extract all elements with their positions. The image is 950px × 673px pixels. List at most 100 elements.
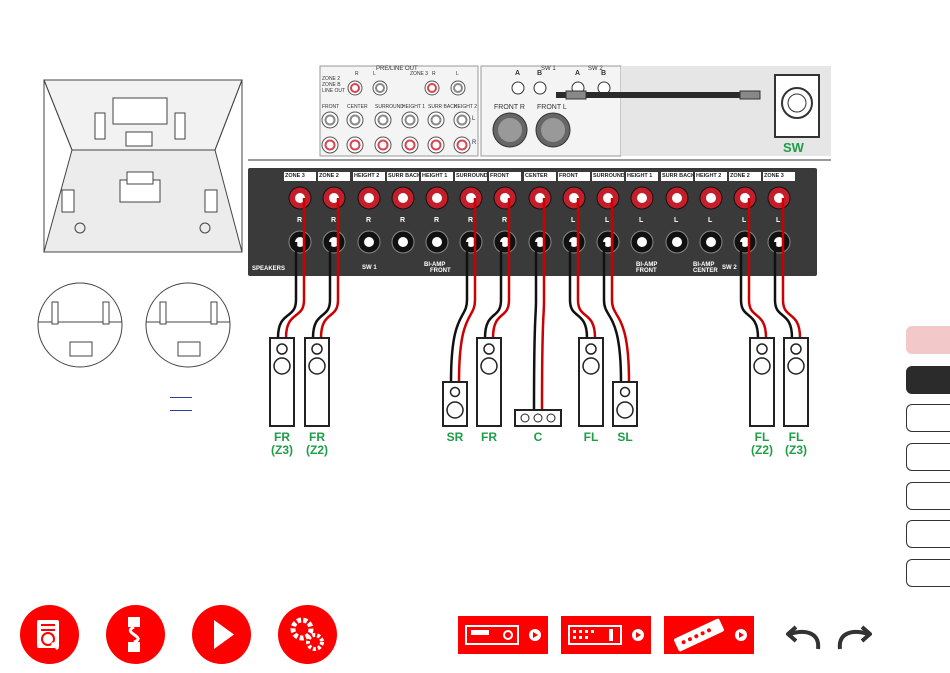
remote-icon[interactable] xyxy=(664,616,754,654)
speaker-sl-label: SL xyxy=(605,431,645,444)
speaker-label-line2: (Z2) xyxy=(751,443,773,457)
speaker-fl xyxy=(578,337,604,427)
side-tab-7[interactable] xyxy=(906,559,950,587)
speaker-fr-z3-label: FR(Z3) xyxy=(262,431,302,457)
terminal-header-bg xyxy=(558,172,590,181)
terminal-positive-hole xyxy=(706,193,716,203)
side-tab-2[interactable] xyxy=(906,366,950,394)
panel-footer-label: CENTER xyxy=(693,268,718,274)
channel-marker-l: L xyxy=(472,116,476,122)
terminal-channel: L xyxy=(639,217,644,224)
side-tab-5[interactable] xyxy=(906,482,950,510)
sw-jack xyxy=(511,81,525,95)
terminal-positive-hole xyxy=(535,193,545,203)
preout-heading: PRE/LINE OUT xyxy=(376,66,418,72)
panel-footer-label: BI-AMP xyxy=(424,262,446,268)
terminal-channel: R xyxy=(434,217,440,224)
speaker-sl xyxy=(612,381,638,427)
link-2[interactable] xyxy=(170,410,192,411)
preout-label: R xyxy=(432,71,436,77)
terminal-positive-hole xyxy=(432,193,442,203)
terminal-channel: R xyxy=(502,217,508,224)
channel-marker-r: R xyxy=(472,140,477,146)
panel-footer-label: BI-AMP xyxy=(636,262,658,268)
speaker-wire-positive xyxy=(576,198,597,339)
speaker-wire-positive xyxy=(319,198,340,339)
preout-label: L xyxy=(456,71,459,77)
rca-jack-ring xyxy=(349,114,361,126)
subwoofer-label: SW xyxy=(783,140,804,155)
side-tab-3[interactable] xyxy=(906,404,950,432)
speaker-label-line1: FR xyxy=(309,430,325,444)
terminal-negative-hole xyxy=(466,237,476,247)
side-tab-6[interactable] xyxy=(906,520,950,548)
speaker-wire-negative xyxy=(311,242,332,339)
link-1[interactable] xyxy=(170,397,192,398)
xlr-jack-inner xyxy=(498,118,522,142)
front-panel-icon[interactable] xyxy=(458,616,548,654)
terminal-positive-hole xyxy=(398,193,408,203)
terminal-header: SURR BACK xyxy=(662,173,695,179)
panel-footer-label: FRONT xyxy=(636,268,657,274)
speaker-label-line2: (Z3) xyxy=(271,443,293,457)
speaker-sr xyxy=(442,381,468,427)
rca-jack-ring xyxy=(430,114,442,126)
terminal-header: HEIGHT 1 xyxy=(422,173,448,179)
xlr-front-l-label: FRONT L xyxy=(537,104,567,111)
sw2-label: SW 2 xyxy=(588,66,603,72)
preout-label: ZONE 2 xyxy=(322,76,341,82)
terminal-header: ZONE 3 xyxy=(764,173,784,179)
sw-jack xyxy=(533,81,547,95)
terminal-negative-hole xyxy=(706,237,716,247)
preout-channel-label: HEIGHT 2 xyxy=(454,104,477,110)
terminal-header: ZONE 2 xyxy=(319,173,339,179)
terminal-negative-hole xyxy=(432,237,442,247)
rca-jack-ring xyxy=(404,139,416,151)
panel-footer-label: BI-AMP xyxy=(693,262,715,268)
terminal-channel: R xyxy=(400,217,406,224)
speaker-label-line1: SR xyxy=(446,430,464,444)
speaker-wire-positive xyxy=(781,198,802,339)
speaker-wire-negative xyxy=(568,242,589,339)
terminal-header-bg xyxy=(695,172,727,181)
forward-icon[interactable] xyxy=(834,617,874,653)
terminal-header: ZONE 3 xyxy=(285,173,305,179)
speaker-wire-positive xyxy=(491,198,511,339)
speaker-label-line2: (Z2) xyxy=(306,443,328,457)
side-tab-4[interactable] xyxy=(906,443,950,471)
terminal-positive-hole xyxy=(637,193,647,203)
subwoofer-icon xyxy=(774,74,820,138)
terminal-header-bg xyxy=(489,172,521,181)
sw-jack-letter: A xyxy=(575,70,581,77)
panel-footer-label: SPEAKERS xyxy=(252,266,286,272)
terminal-header-bg xyxy=(353,172,385,181)
speaker-label-line1: SL xyxy=(617,430,633,444)
speaker-fr-z2-label: FR(Z2) xyxy=(297,431,337,457)
side-tab-1[interactable] xyxy=(906,326,950,354)
speakers xyxy=(269,337,809,427)
terminal-positive-hole xyxy=(500,193,510,203)
rear-panel-icon[interactable] xyxy=(561,616,651,654)
speaker-fr-z3 xyxy=(269,337,295,427)
rca-jack xyxy=(427,136,445,154)
terminal-channel: L xyxy=(708,217,713,224)
speaker-fl-z2-label: FL(Z2) xyxy=(742,431,782,457)
speaker-wire-negative xyxy=(276,242,298,339)
rca-jack xyxy=(453,111,471,129)
speaker-label-line1: FL xyxy=(754,430,770,444)
terminal-negative-hole xyxy=(740,237,750,247)
back-icon[interactable] xyxy=(784,617,824,653)
speaker-label-line2: (Z3) xyxy=(785,443,807,457)
speaker-wire-negative xyxy=(483,242,503,339)
terminal-negative-hole xyxy=(535,237,545,247)
rca-jack xyxy=(321,136,339,154)
settings-icon[interactable] xyxy=(278,605,337,664)
rca-jack xyxy=(427,111,445,129)
contents-icon[interactable] xyxy=(20,605,79,664)
terminal-header-bg xyxy=(763,172,795,181)
terminal-positive-hole xyxy=(672,193,682,203)
terminal-channel: R xyxy=(468,217,474,224)
connections-icon[interactable] xyxy=(106,605,165,664)
playback-icon[interactable] xyxy=(192,605,251,664)
rca-jack-ring xyxy=(430,139,442,151)
